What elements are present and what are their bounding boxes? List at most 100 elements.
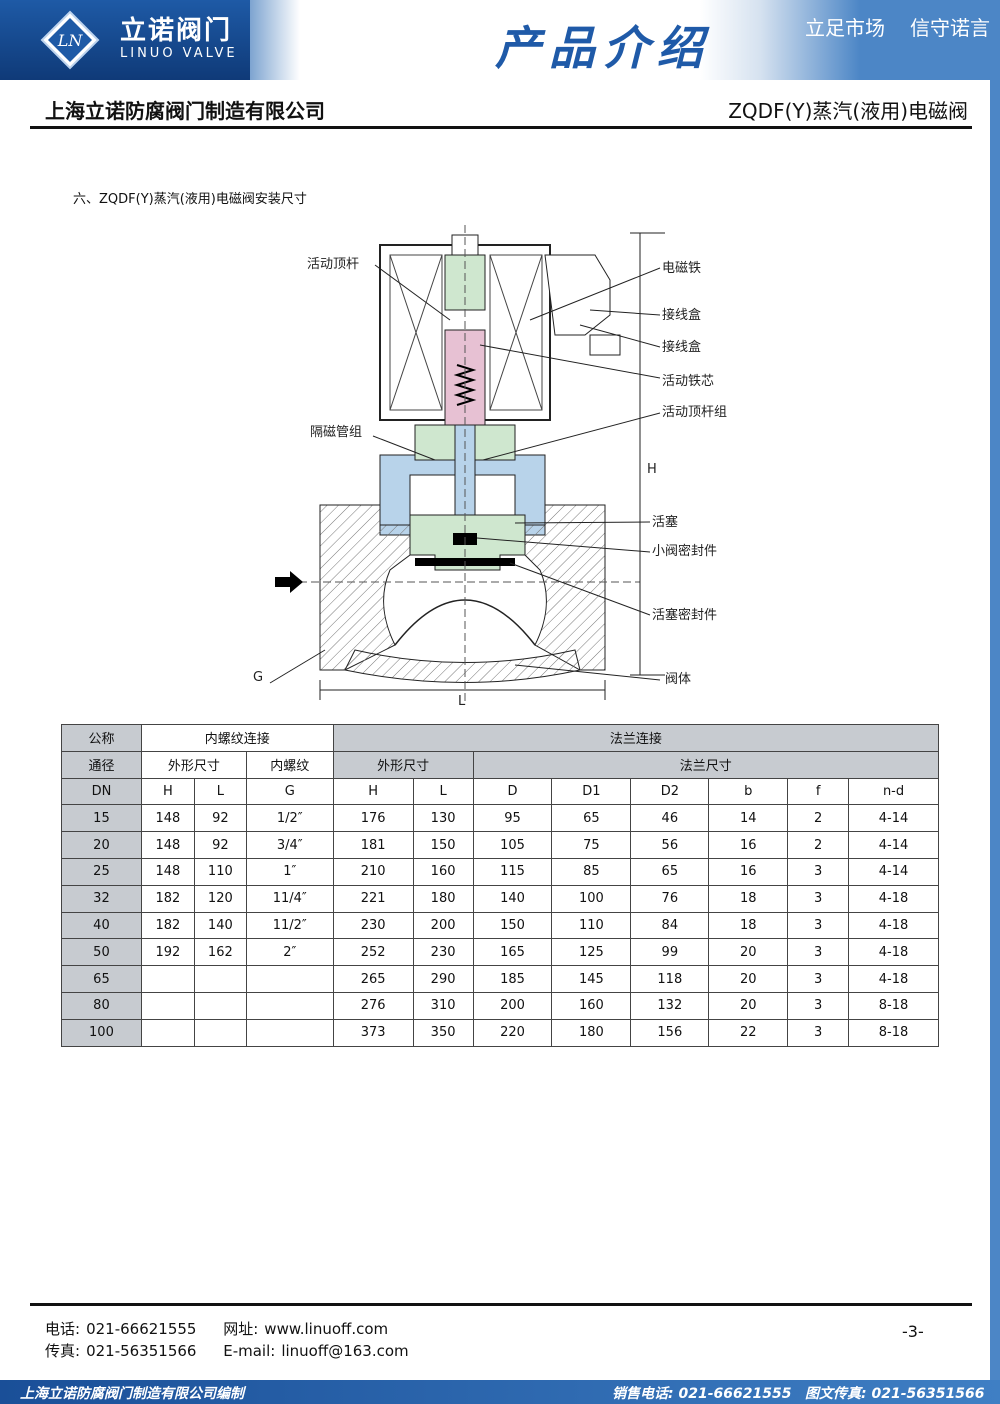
table-cell: 92	[193, 804, 247, 833]
table-cell: 290	[412, 965, 474, 993]
flange-conn-header: 法兰连接	[332, 724, 940, 752]
table-cell: 2″	[245, 938, 334, 967]
table-cell: 99	[630, 938, 710, 967]
page-number: -3-	[902, 1322, 924, 1341]
table-cell: 182	[140, 884, 195, 913]
flow-arrow-icon	[275, 571, 303, 593]
table-cell: 3	[787, 965, 850, 993]
table-cell: 8-18	[848, 1018, 939, 1047]
table-column-header-row: DN H L G H L D D1 D2 b f n-d	[61, 777, 939, 806]
table-cell: 3	[787, 938, 850, 967]
table-cell: 148	[140, 831, 195, 859]
footer-band: 上海立诺防腐阀门制造有限公司编制 销售电话: 021-66621555 图文传真…	[0, 1380, 1000, 1404]
table-cell: 120	[193, 884, 247, 913]
table-cell: 20	[708, 991, 789, 1020]
column-header: D2	[630, 777, 710, 806]
footer-band-company: 上海立诺防腐阀门制造有限公司编制	[20, 1386, 244, 1402]
table-cell: 3	[787, 991, 850, 1020]
dn-cell: 50	[61, 938, 142, 967]
valve-body-right	[524, 504, 606, 671]
table-cell: 192	[140, 938, 195, 967]
l-label: L	[458, 694, 466, 709]
table-cell: 14	[708, 804, 789, 833]
table-cell: 130	[412, 804, 474, 833]
table-cell: 180	[412, 884, 474, 913]
table-cell: 181	[332, 831, 414, 859]
product-name: ZQDF(Y)蒸汽(液用)电磁阀	[728, 99, 968, 123]
logo-text-en: LINUO VALVE	[120, 46, 238, 61]
table-cell: 76	[630, 884, 710, 913]
table-cell: 148	[140, 857, 195, 886]
column-header: G	[245, 777, 334, 806]
table-cell	[193, 1018, 247, 1047]
column-header: b	[708, 777, 789, 806]
logo-diamond-icon: LN	[40, 10, 100, 70]
table-cell: 16	[708, 831, 789, 859]
nominal-label-2: 通径	[61, 750, 142, 779]
dn-cell: 32	[61, 884, 142, 913]
valve-body-left	[319, 504, 411, 671]
table-cell: 162	[193, 938, 247, 967]
coil-right	[489, 254, 543, 411]
email-value[interactable]: linuoff@163.com	[281, 1342, 409, 1360]
nominal-label-1: 公称	[61, 724, 142, 752]
outer-size-header-2: 外形尺寸	[332, 750, 474, 779]
label-push-rod: 活动顶杆	[307, 257, 359, 272]
dimension-table: 公称 内螺纹连接 法兰连接 通径 外形尺寸 内螺纹 外形尺寸 法兰尺寸 DN H…	[61, 724, 940, 1047]
table-cell: 132	[630, 991, 710, 1020]
column-header: DN	[61, 777, 142, 806]
table-cell: 110	[193, 857, 247, 886]
table-cell: 92	[193, 831, 247, 859]
table-cell: 105	[472, 831, 553, 859]
dn-cell: 20	[61, 831, 142, 859]
table-cell: 148	[140, 804, 195, 833]
label-valve-body: 阀体	[665, 672, 691, 687]
page-title: 产品介绍	[495, 21, 711, 75]
table-cell: 180	[551, 1018, 632, 1047]
footer-divider	[30, 1303, 972, 1306]
table-cell: 221	[332, 884, 414, 913]
outer-size-header-1: 外形尺寸	[140, 750, 247, 779]
slogan-1: 立足市场	[805, 16, 885, 40]
table-cell: 85	[551, 857, 632, 886]
company-logo: LN 立诺阀门 LINUO VALVE	[0, 0, 250, 80]
table-cell: 150	[472, 911, 553, 940]
table-cell: 4-14	[848, 804, 939, 833]
header-divider	[30, 126, 972, 129]
table-cell: 220	[472, 1018, 553, 1047]
table-cell: 150	[412, 831, 474, 859]
table-cell: 276	[332, 991, 414, 1020]
column-header: H	[140, 777, 195, 806]
label-isolation-tube: 隔磁管组	[310, 425, 362, 440]
label-small-seal: 小阀密封件	[652, 543, 717, 559]
table-cell: 75	[551, 831, 632, 859]
table-cell: 350	[412, 1018, 474, 1047]
table-cell: 110	[551, 911, 632, 940]
table-cell: 118	[630, 965, 710, 993]
table-cell: 46	[630, 804, 710, 833]
table-cell: 252	[332, 938, 414, 967]
table-cell: 8-18	[848, 991, 939, 1020]
footer-band-fax: 图文传真: 021-56351566	[805, 1386, 985, 1402]
dn-cell: 15	[61, 804, 142, 833]
table-cell: 115	[472, 857, 553, 886]
table-cell: 56	[630, 831, 710, 859]
web-value[interactable]: www.linuoff.com	[264, 1320, 389, 1338]
tel-label: 电话:	[45, 1320, 81, 1338]
column-header: D	[472, 777, 553, 806]
h-label: H	[647, 462, 657, 477]
table-cell: 3	[787, 911, 850, 940]
table-cell: 18	[708, 884, 789, 913]
table-cell: 373	[332, 1018, 414, 1047]
column-header: H	[332, 777, 414, 806]
table-cell: 16	[708, 857, 789, 886]
table-cell: 200	[472, 991, 553, 1020]
table-cell: 4-18	[848, 965, 939, 993]
table-cell: 160	[412, 857, 474, 886]
table-cell: 210	[332, 857, 414, 886]
table-header-row-1: 公称 内螺纹连接 法兰连接	[61, 724, 940, 752]
label-piston: 活塞	[652, 514, 678, 530]
